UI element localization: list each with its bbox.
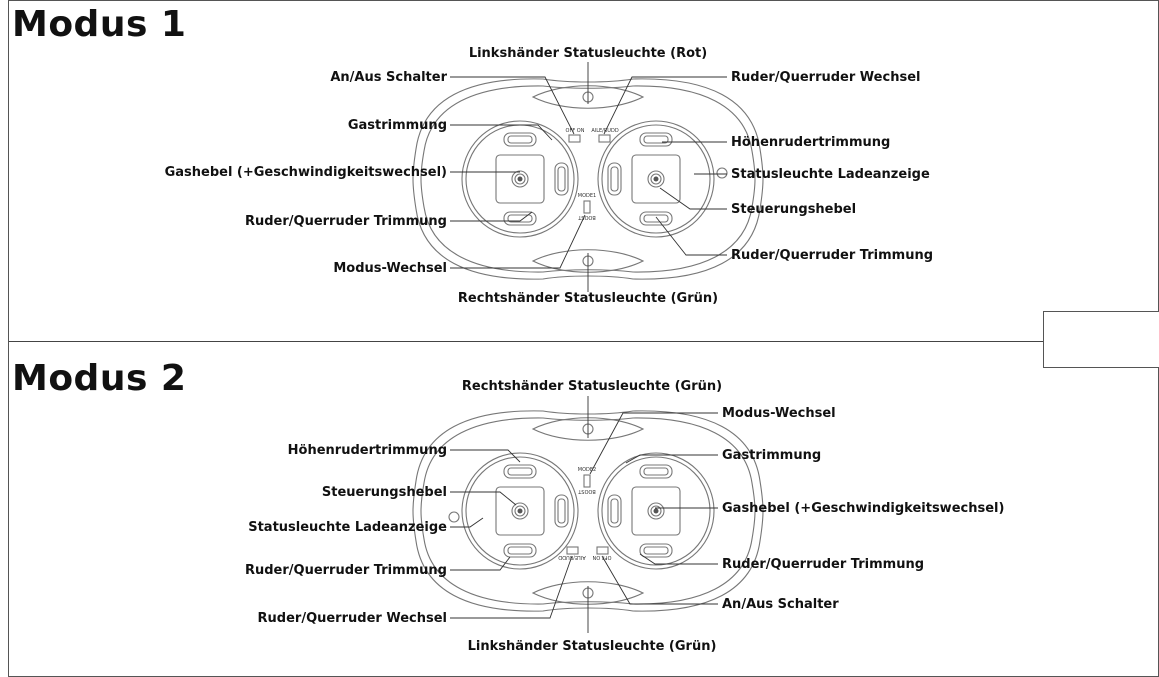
side-box [1043, 311, 1159, 368]
label-control-stick: Steuerungshebel [731, 202, 856, 217]
label-throttle-stick: Gashebel (+Geschwindigkeitswechsel) [722, 501, 1004, 516]
controller-mode2: AILE/RUDD OFF ON MODE2 BOOST [412, 410, 764, 612]
label-rudder-trim-right: Ruder/Querruder Trimmung [731, 248, 933, 263]
mode2-heading: Modus 2 [12, 358, 187, 399]
label-elevator-trim: Höhenrudertrimmung [288, 443, 447, 458]
mode-switch-label: MODE2 [578, 467, 596, 473]
label-aileron-switch: Ruder/Querruder Wechsel [258, 611, 447, 626]
mode-switch-label: MODE1 [578, 193, 596, 199]
label-control-stick: Steuerungshebel [322, 485, 447, 500]
power-switch [568, 134, 581, 143]
mode-switch [583, 474, 591, 488]
power-switch-label: OFF ON [566, 128, 585, 134]
label-rudder-trim-left: Ruder/Querruder Trimmung [245, 563, 447, 578]
label-rudder-trim-left: Ruder/Querruder Trimmung [245, 214, 447, 229]
label-throttle-trim: Gastrimmung [348, 118, 447, 133]
label-right-status-led-green: Rechtshänder Statusleuchte (Grün) [462, 379, 722, 394]
label-rudder-trim-right: Ruder/Querruder Trimmung [722, 557, 924, 572]
power-switch-label: OFF ON [592, 554, 611, 560]
controller-mode1: OFF ON AILE/RUDD MODE1 BOOST [412, 78, 764, 280]
label-power-switch: An/Aus Schalter [330, 70, 447, 85]
labels-mode2: Rechtshänder Statusleuchte (Grün) Modus-… [245, 379, 1004, 654]
label-mode-switch: Modus-Wechsel [333, 261, 447, 276]
aileron-switch [598, 134, 611, 143]
label-throttle-trim: Gastrimmung [722, 448, 821, 463]
labels-mode1: Linkshänder Statusleuchte (Rot) An/Aus S… [165, 46, 933, 306]
leader-lines-mode2 [450, 396, 718, 633]
label-aileron-switch: Ruder/Querruder Wechsel [731, 70, 920, 85]
boost-label: BOOST [577, 488, 595, 494]
label-left-status-led-red: Linkshänder Statusleuchte (Rot) [469, 46, 707, 61]
label-left-status-led-green: Linkshänder Statusleuchte (Grün) [468, 639, 717, 654]
mode1-heading: Modus 1 [12, 4, 187, 45]
label-right-status-led-green: Rechtshänder Statusleuchte (Grün) [458, 291, 718, 306]
label-elevator-trim: Höhenrudertrimmung [731, 135, 890, 150]
label-charging-led: Statusleuchte Ladeanzeige [731, 167, 930, 182]
mode-switch [583, 200, 591, 214]
power-switch [596, 546, 609, 555]
label-throttle-stick: Gashebel (+Geschwindigkeitswechsel) [165, 165, 447, 180]
label-charging-led: Statusleuchte Ladeanzeige [248, 520, 447, 535]
aileron-switch [566, 546, 579, 555]
label-mode-switch: Modus-Wechsel [722, 406, 836, 421]
leader-lines-mode1 [450, 62, 727, 292]
boost-label: BOOST [577, 214, 595, 220]
label-power-switch: An/Aus Schalter [722, 597, 839, 612]
